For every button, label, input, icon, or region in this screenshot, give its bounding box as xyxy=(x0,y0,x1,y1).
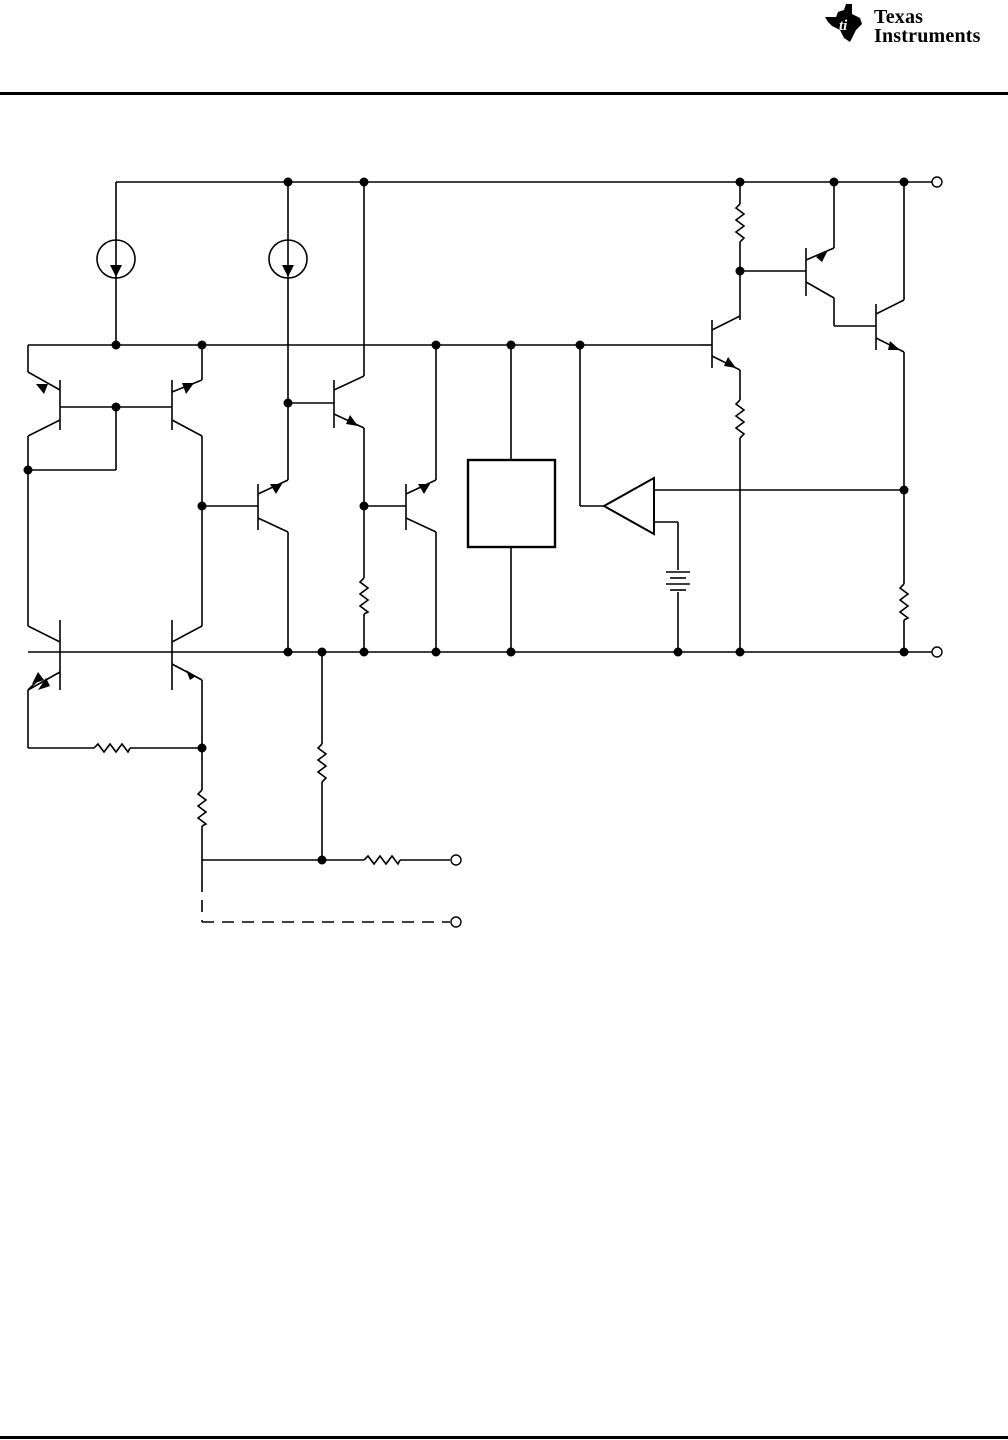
resistor xyxy=(318,744,326,782)
current-source-2 xyxy=(269,240,307,278)
resistor xyxy=(736,204,744,242)
terminal-vout xyxy=(932,647,942,657)
resistor xyxy=(900,584,908,620)
resistor xyxy=(364,856,400,864)
resistor xyxy=(736,400,744,438)
current-source-1 xyxy=(97,240,135,278)
resistor xyxy=(94,744,130,752)
terminal-option xyxy=(451,917,461,927)
resistor xyxy=(360,578,368,614)
terminal-vin xyxy=(932,177,942,187)
footer-rule xyxy=(0,1436,1008,1439)
terminal-gnd xyxy=(451,855,461,865)
resistor xyxy=(198,790,206,826)
